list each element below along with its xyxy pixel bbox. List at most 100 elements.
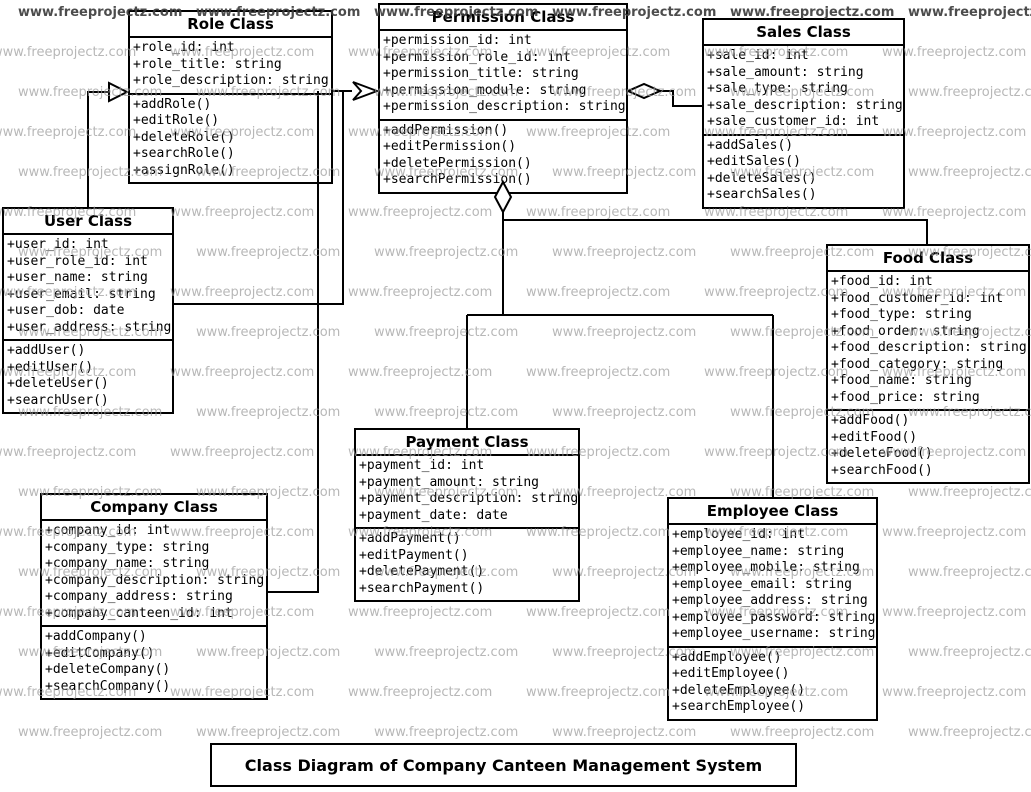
member-row: +company_description: string xyxy=(45,572,265,588)
watermark-text: www.freeprojectz.com xyxy=(196,725,341,740)
watermark-text: www.freeprojectz.com xyxy=(374,725,519,740)
member-row: +assignRole() xyxy=(133,162,235,178)
watermark-text: www.freeprojectz.com xyxy=(882,525,1027,540)
class-title: Role Class xyxy=(130,12,331,38)
member-row: +employee_password: string xyxy=(672,609,876,625)
watermark-text: www.freeprojectz.com xyxy=(908,165,1031,180)
member-row: +deleteSales() xyxy=(707,170,817,186)
member-row: +permission_title: string xyxy=(383,66,579,81)
member-row: +company_canteen_id: int xyxy=(45,605,233,621)
member-row: +employee_mobile: string xyxy=(672,560,860,575)
watermark-text: www.freeprojectz.com xyxy=(882,685,1027,700)
member-row: +addSales() xyxy=(707,137,794,153)
class-title: Food Class xyxy=(828,246,1028,272)
member-row: +payment_date: date xyxy=(359,507,508,523)
watermark-text: www.freeprojectz.com xyxy=(348,685,493,700)
member-row: +food_order: string xyxy=(831,323,980,339)
member-row: +deletePayment() xyxy=(359,564,485,579)
watermark-text: www.freeprojectz.com xyxy=(552,245,697,260)
class-box-food: Food Class +food_id: int+food_customer_i… xyxy=(826,244,1030,484)
class-title: Company Class xyxy=(42,495,266,521)
member-row: +addUser() xyxy=(7,343,86,358)
watermark-text: www.freeprojectz.com xyxy=(374,405,519,420)
member-row: +food_price: string xyxy=(831,389,980,405)
member-row: +user_address: string xyxy=(7,319,172,335)
watermark-text: www.freeprojectz.com xyxy=(526,605,671,620)
member-row: +deleteEmployee() xyxy=(672,682,806,698)
member-row: +deleteCompany() xyxy=(45,662,171,677)
member-row: +addRole() xyxy=(133,96,212,112)
member-row: +user_email: string xyxy=(7,286,156,302)
member-row: +editUser() xyxy=(7,359,94,375)
member-row: +employee_username: string xyxy=(672,626,876,641)
member-row: +sale_id: int xyxy=(707,48,809,63)
watermark-text: www.freeprojectz.com xyxy=(552,405,697,420)
class-title: User Class xyxy=(4,209,172,235)
member-row: +role_id: int xyxy=(133,40,235,55)
member-row: +searchFood() xyxy=(831,462,933,478)
watermark-text: www.freeprojectz.com xyxy=(552,325,697,340)
member-row: +employee_email: string xyxy=(672,576,853,592)
class-box-payment: Payment Class +payment_id: int+payment_a… xyxy=(354,428,580,602)
member-row: +company_id: int xyxy=(45,523,171,538)
watermark-text: www.freeprojectz.com xyxy=(348,605,493,620)
class-box-sales: Sales Class +sale_id: int+sale_amount: s… xyxy=(702,18,905,209)
methods-section: +addCompany()+editCompany()+deleteCompan… xyxy=(42,627,266,698)
watermark-text: www.freeprojectz.com xyxy=(170,365,315,380)
member-row: +company_type: string xyxy=(45,539,210,555)
methods-section: +addPermission()+editPermission()+delete… xyxy=(380,121,626,192)
class-title: Permission Class xyxy=(380,5,626,31)
watermark-text: www.freeprojectz.com xyxy=(908,565,1031,580)
member-row: +editCompany() xyxy=(45,645,155,661)
member-row: +deleteRole() xyxy=(133,129,235,145)
watermark-text: www.freeprojectz.com xyxy=(908,725,1031,740)
member-row: +permission_description: string xyxy=(383,99,626,114)
methods-section: +addSales()+editSales()+deleteSales()+se… xyxy=(704,136,903,207)
watermark-text: www.freeprojectz.com xyxy=(196,325,341,340)
attributes-section: +employee_id: int+employee_name: string+… xyxy=(669,525,876,648)
member-row: +employee_id: int xyxy=(672,527,806,542)
watermark-text: www.freeprojectz.com xyxy=(908,5,1031,20)
member-row: +payment_description: string xyxy=(359,491,579,506)
watermark-text: www.freeprojectz.com xyxy=(348,285,493,300)
member-row: +searchRole() xyxy=(133,146,235,161)
watermark-text: www.freeprojectz.com xyxy=(552,725,697,740)
member-row: +deleteUser() xyxy=(7,376,109,391)
member-row: +sale_amount: string xyxy=(707,64,864,80)
methods-section: +addFood()+editFood()+deleteFood()+searc… xyxy=(828,411,1028,482)
member-row: +editPermission() xyxy=(383,139,517,154)
member-row: +addCompany() xyxy=(45,629,147,644)
watermark-text: www.freeprojectz.com xyxy=(374,645,519,660)
attributes-section: +role_id: int+role_title: string+role_de… xyxy=(130,38,331,95)
watermark-text: www.freeprojectz.com xyxy=(348,205,493,220)
member-row: +editEmployee() xyxy=(672,666,790,681)
methods-section: +addUser()+editUser()+deleteUser()+searc… xyxy=(4,341,172,412)
watermark-text: www.freeprojectz.com xyxy=(348,365,493,380)
watermark-text: www.freeprojectz.com xyxy=(374,245,519,260)
member-row: +addEmployee() xyxy=(672,649,782,665)
member-row: +searchPayment() xyxy=(359,580,485,596)
member-row: +addPermission() xyxy=(383,122,509,138)
connector-permission-sales-aggregation xyxy=(625,82,702,107)
class-box-user: User Class +user_id: int+user_role_id: i… xyxy=(2,207,174,414)
member-row: +user_dob: date xyxy=(7,303,125,318)
watermark-text: www.freeprojectz.com xyxy=(0,445,137,460)
watermark-text: www.freeprojectz.com xyxy=(196,405,341,420)
member-row: +role_title: string xyxy=(133,56,282,72)
methods-section: +addPayment()+editPayment()+deletePaymen… xyxy=(356,529,578,600)
watermark-text: www.freeprojectz.com xyxy=(526,685,671,700)
member-row: +user_role_id: int xyxy=(7,253,148,269)
member-row: +permission_role_id: int xyxy=(383,49,571,65)
class-box-permission: Permission Class +permission_id: int+per… xyxy=(378,3,628,194)
member-row: +food_category: string xyxy=(831,356,1004,372)
watermark-text: www.freeprojectz.com xyxy=(170,445,315,460)
member-row: +payment_id: int xyxy=(359,458,485,473)
member-row: +addFood() xyxy=(831,413,910,428)
member-row: +searchSales() xyxy=(707,187,817,202)
watermark-text: www.freeprojectz.com xyxy=(526,285,671,300)
watermark-text: www.freeprojectz.com xyxy=(882,605,1027,620)
methods-section: +addEmployee()+editEmployee()+deleteEmpl… xyxy=(669,648,876,719)
member-row: +sale_type: string xyxy=(707,81,848,96)
member-row: +food_type: string xyxy=(831,307,972,322)
watermark-text: www.freeprojectz.com xyxy=(18,725,163,740)
